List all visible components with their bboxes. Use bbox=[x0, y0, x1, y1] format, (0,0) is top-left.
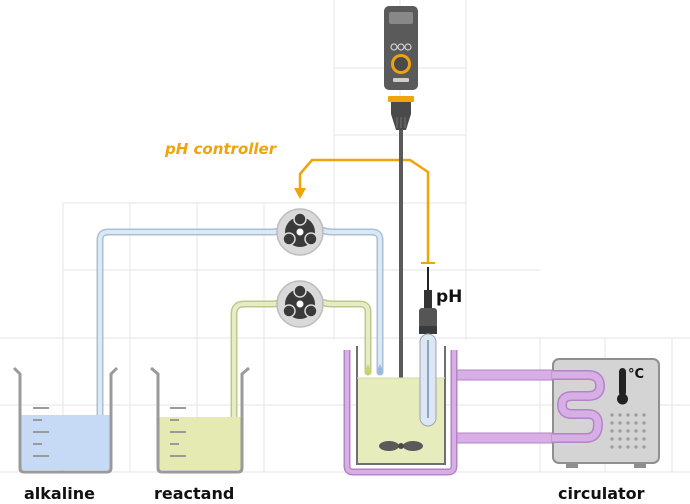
ph-controller-label: pH controller bbox=[165, 140, 277, 158]
thermometer-icon bbox=[617, 368, 628, 405]
alkaline-beaker bbox=[12, 366, 119, 474]
circulator-label: circulator bbox=[558, 484, 645, 503]
celsius-label: °C bbox=[628, 367, 645, 382]
vent-grid bbox=[610, 413, 646, 449]
ph-controller-arrow-icon bbox=[294, 188, 306, 199]
reactand-beaker bbox=[150, 366, 250, 474]
circulator-unit bbox=[552, 358, 660, 468]
stirrer-impeller-icon bbox=[379, 441, 423, 451]
overhead-stirrer-icon bbox=[384, 6, 418, 130]
alkaline-pump-icon bbox=[276, 208, 324, 256]
ph-controller-line bbox=[298, 158, 430, 262]
reactand-label: reactand bbox=[154, 484, 235, 503]
reactand-drop-icon bbox=[365, 364, 371, 375]
reactand-pump-icon bbox=[276, 280, 324, 328]
ph-electrode-icon bbox=[419, 267, 437, 427]
circulator-hoses bbox=[451, 369, 553, 444]
ph-label: pH bbox=[436, 287, 463, 307]
alkaline-drop-icon bbox=[377, 364, 383, 375]
alkaline-label: alkaline bbox=[24, 484, 95, 503]
